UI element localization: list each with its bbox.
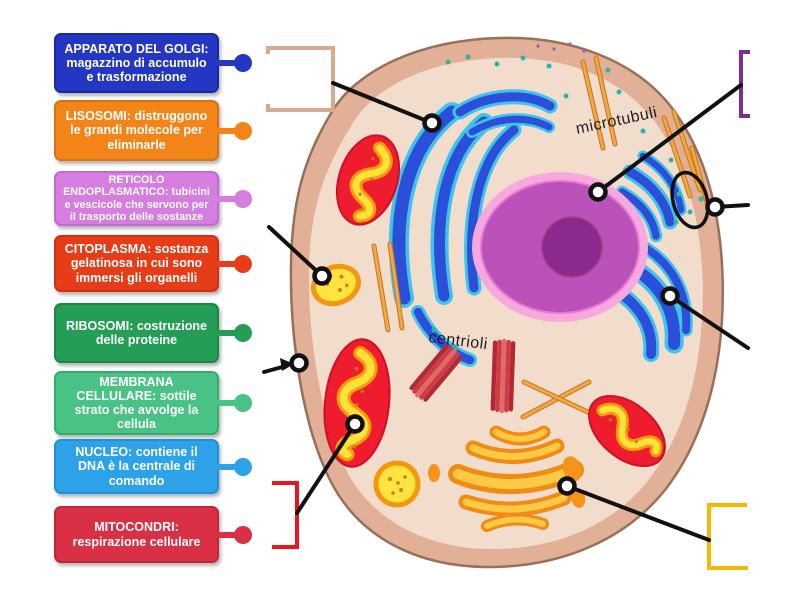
- target-dot-membrane[interactable]: [289, 353, 309, 373]
- label-dot: [234, 121, 252, 140]
- label-text: magazzino di accumulo e trasformazione: [66, 55, 207, 85]
- label-dot: [234, 254, 252, 273]
- label-reticolo-endoplasmatico[interactable]: RETICOLO ENDOPLASMATICO: tubicini e vesc…: [54, 171, 252, 226]
- label-keyword: NUCLEO:: [75, 445, 133, 460]
- label-keyword: MITOCONDRI:: [94, 520, 179, 535]
- label-text: sottile strato che avvolge la cellula: [74, 388, 199, 432]
- label-dot: [234, 457, 252, 476]
- drop-slot-bottom-left[interactable]: [272, 481, 299, 549]
- label-nucleo[interactable]: NUCLEO: contiene il DNA è la centrale di…: [54, 439, 252, 494]
- label-membrana-cellulare[interactable]: MEMBRANA CELLULARE: sottile strato che a…: [54, 371, 252, 435]
- label-mitocondri[interactable]: MITOCONDRI: respirazione cellulare: [54, 506, 252, 563]
- target-dot-lysosome[interactable]: [312, 266, 332, 286]
- label-keyword: CITOPLASMA:: [64, 242, 152, 257]
- target-dot-nucleus[interactable]: [588, 182, 608, 202]
- label-dot: [234, 324, 252, 342]
- connector-stub: [217, 463, 238, 470]
- label-keyword: APPARATO DEL GOLGI:: [64, 41, 209, 56]
- label-text: costruzione delle proteine: [95, 318, 207, 347]
- circled-region: [670, 170, 710, 230]
- label-text: respirazione cellulare: [72, 534, 201, 549]
- label-citoplasma[interactable]: CITOPLASMA: sostanza gelatinosa in cui s…: [54, 235, 252, 292]
- mitochondrion: [335, 134, 401, 226]
- label-text: sostanza gelatinosa in cui sono immersi …: [70, 242, 209, 285]
- target-dot-golgi[interactable]: [422, 113, 442, 133]
- label-text: distruggono le grandi molecole per elimi…: [70, 109, 208, 152]
- label-lisosomi[interactable]: LISOSOMI: distruggono le grandi molecole…: [54, 100, 252, 161]
- target-dots: [289, 113, 725, 496]
- label-keyword: MEMBRANA CELLULARE:: [76, 374, 174, 403]
- arrow-head: [280, 358, 294, 371]
- label-dot: [234, 394, 252, 412]
- connector-stub: [217, 260, 238, 267]
- small-dots: [536, 42, 586, 53]
- ribosome-dots: [431, 54, 704, 350]
- target-dot-circled-region[interactable]: [705, 197, 725, 217]
- centrioles: [409, 338, 516, 414]
- connector-stub: [217, 400, 238, 406]
- connector-stub: [217, 127, 238, 134]
- label-dot: [234, 525, 252, 544]
- connector-stub: [217, 60, 238, 66]
- target-dot-mitochondrion[interactable]: [345, 414, 365, 434]
- label-ribosomi[interactable]: RIBOSOMI: costruzione delle proteine: [54, 303, 252, 363]
- connector-stub: [217, 195, 238, 202]
- label-dot: [234, 189, 252, 208]
- target-dot-blue-stack[interactable]: [660, 286, 680, 306]
- drop-slot-top-left[interactable]: [266, 46, 335, 112]
- target-dot-golgi-stack[interactable]: [557, 476, 577, 496]
- lysosome: [373, 460, 421, 508]
- label-keyword: LISOSOMI:: [65, 109, 131, 124]
- label-text: tubicini e vescicole che servono per il …: [64, 186, 210, 223]
- drop-slot-bottom-right[interactable]: [707, 503, 748, 570]
- mitochondrion: [588, 394, 666, 468]
- label-keyword: RETICOLO ENDOPLASMATICO:: [63, 174, 169, 199]
- mitochondrion: [323, 338, 391, 468]
- golgi-apparatus: [428, 425, 586, 532]
- connector-stub: [217, 330, 238, 336]
- label-text: contiene il DNA è la centrale di comando: [78, 445, 198, 488]
- connector-stub: [217, 531, 238, 538]
- nucleus: [472, 172, 648, 322]
- label-apparato-del-golgi[interactable]: APPARATO DEL GOLGI: magazzino di accumul…: [54, 33, 252, 93]
- label-keyword: RIBOSOMI:: [66, 318, 134, 333]
- label-dot: [234, 54, 252, 72]
- nucleolus: [541, 216, 603, 278]
